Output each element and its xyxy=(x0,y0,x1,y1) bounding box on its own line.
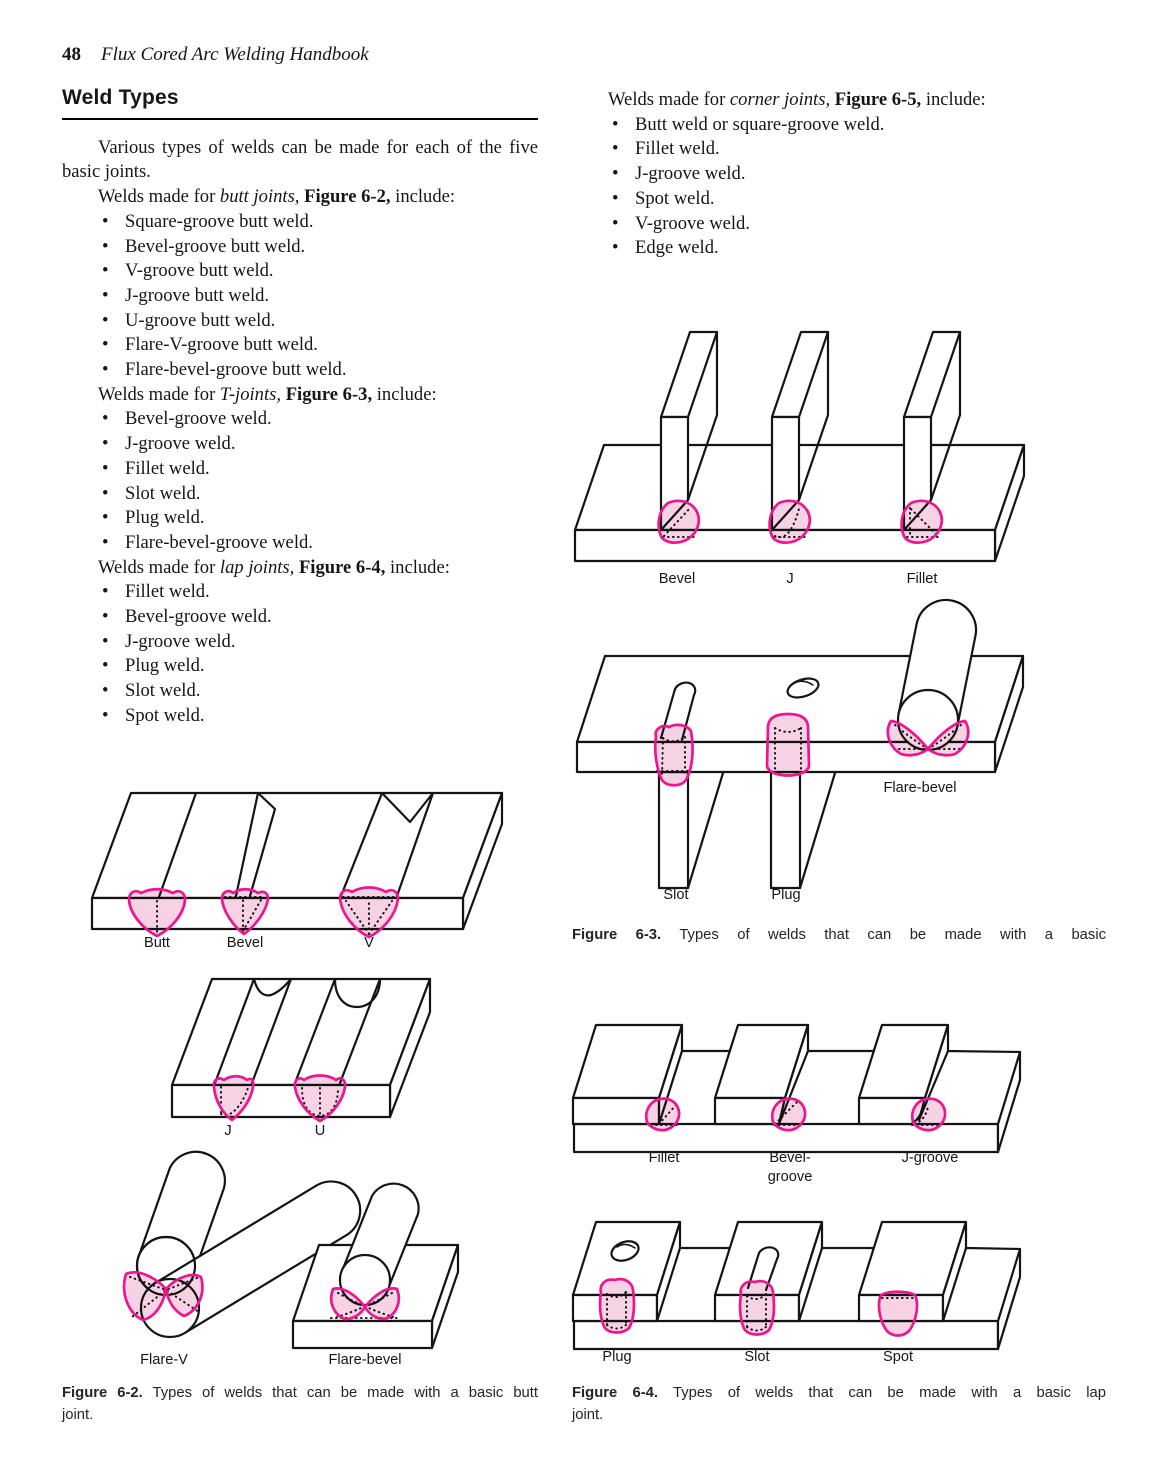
figure-6-4-groove-diagram: Fillet Bevel- groove J-groove xyxy=(571,1023,1022,1185)
page-number: 48 xyxy=(62,44,81,65)
weld-label-fillet: Fillet xyxy=(907,571,938,587)
list-item: Edge weld. xyxy=(572,236,1106,261)
weld-label-flare-bevel: Flare-bevel xyxy=(329,1352,402,1368)
figure-ref: Figure 6-3, xyxy=(281,383,373,405)
weld-label-j-groove: J-groove xyxy=(902,1150,959,1166)
weld-label-slot: Slot xyxy=(663,887,688,903)
t-weld-list: Bevel-groove weld. J-groove weld. Fillet… xyxy=(62,407,538,555)
weld-label-butt: Butt xyxy=(144,935,170,951)
weld-label-j: J xyxy=(786,571,793,587)
figure-ref: Figure 6-2, xyxy=(299,186,391,208)
corner-weld-list: Butt weld or square-groove weld. Fillet … xyxy=(572,113,1106,261)
list-item: J-groove butt weld. xyxy=(62,284,538,309)
joint-name: T-joints, xyxy=(219,383,282,405)
list-item: J-groove weld. xyxy=(572,162,1106,187)
list-item: Plug weld. xyxy=(62,654,538,679)
book-title: Flux Cored Arc Welding Handbook xyxy=(101,44,369,65)
list-item: Square-groove butt weld. xyxy=(62,210,538,235)
weld-label-flare-bevel: Flare-bevel xyxy=(884,780,957,796)
weld-label-bevel: Bevel xyxy=(659,571,696,587)
weld-label-bevel-groove-1: Bevel- xyxy=(769,1150,811,1166)
weld-label-flare-v: Flare-V xyxy=(140,1352,188,1368)
list-item: Bevel-groove weld. xyxy=(62,605,538,630)
caption-label: Figure 6-4. xyxy=(572,1385,658,1401)
figure-6-2-caption: Figure 6-2. Types of welds that can be m… xyxy=(62,1385,539,1423)
figure-6-3-tjoint-diagram: Bevel J Fillet xyxy=(573,330,1026,587)
list-item: Plug weld. xyxy=(62,506,538,531)
list-item: Slot weld. xyxy=(62,482,538,507)
joint-name: butt joints, xyxy=(219,186,300,208)
figure-6-4-caption: Figure 6-4. Types of welds that can be m… xyxy=(572,1385,1107,1423)
weld-label-plug: Plug xyxy=(771,887,800,903)
figure-6-2-flare-diagram: Flare-V Flare-bevel xyxy=(122,1150,460,1368)
figure-6-4-plug-slot-spot-diagram: Plug Slot Spot xyxy=(571,1220,1022,1365)
weld-label-fillet: Fillet xyxy=(649,1150,680,1166)
caption-label: Figure 6-2. xyxy=(62,1385,143,1401)
list-item: J-groove weld. xyxy=(62,630,538,655)
weld-label-bevel-groove-2: groove xyxy=(768,1169,813,1185)
lap-weld-list: Fillet weld. Bevel-groove weld. J-groove… xyxy=(62,580,538,728)
figure-6-2-j-u-diagram: J U xyxy=(170,977,432,1139)
list-item: Bevel-groove weld. xyxy=(62,407,538,432)
list-item: Flare-V-groove butt weld. xyxy=(62,333,538,358)
list-item: Flare-bevel-groove weld. xyxy=(62,531,538,556)
list-item: Slot weld. xyxy=(62,679,538,704)
intro-paragraph: Various types of welds can be made for e… xyxy=(62,136,538,183)
joint-name: corner joints, xyxy=(729,89,831,110)
figure-ref: Figure 6-4, xyxy=(294,556,386,578)
list-item: Fillet weld. xyxy=(62,580,538,605)
list-item: Bevel-groove butt weld. xyxy=(62,235,538,260)
butt-list-lead: Welds made for butt joints, Figure 6-2, … xyxy=(98,186,456,208)
list-item: Fillet weld. xyxy=(572,137,1106,162)
list-item: V-groove butt weld. xyxy=(62,259,538,284)
list-item: U-groove butt weld. xyxy=(62,309,538,334)
list-item: V-groove weld. xyxy=(572,212,1106,237)
list-item: Spot weld. xyxy=(572,187,1106,212)
page-header: 48 Flux Cored Arc Welding Handbook xyxy=(62,44,369,66)
list-item: Butt weld or square-groove weld. xyxy=(572,113,1106,138)
left-column: Weld Types Various types of welds can be… xyxy=(62,86,538,729)
figure-ref: Figure 6-5, xyxy=(830,89,922,110)
figure-6-2-butt-bevel-v-diagram: Butt Bevel V xyxy=(90,791,504,951)
list-item: Fillet weld. xyxy=(62,457,538,482)
weld-label-u: U xyxy=(315,1123,326,1139)
weld-label-plug: Plug xyxy=(602,1349,631,1365)
weld-label-bevel: Bevel xyxy=(227,935,264,951)
weld-label-slot: Slot xyxy=(744,1349,769,1365)
figure-6-3-slot-plug-diagram: Flare-bevel Slot Plug xyxy=(575,598,1025,903)
butt-weld-list: Square-groove butt weld. Bevel-groove bu… xyxy=(62,210,538,383)
list-item: Flare-bevel-groove butt weld. xyxy=(62,358,538,383)
corner-list-lead: Welds made for corner joints, Figure 6-5… xyxy=(608,89,986,110)
weld-label-j: J xyxy=(224,1123,231,1139)
list-item: Spot weld. xyxy=(62,704,538,729)
t-list-lead: Welds made for T-joints, Figure 6-3, inc… xyxy=(98,383,437,405)
figure-6-3-caption: Figure 6-3. Types of welds that can be m… xyxy=(572,927,1106,943)
caption-label: Figure 6-3. xyxy=(572,927,662,943)
lap-list-lead: Welds made for lap joints, Figure 6-4, i… xyxy=(98,556,450,578)
joint-name: lap joints, xyxy=(219,556,295,578)
list-item: J-groove weld. xyxy=(62,432,538,457)
right-column: Welds made for corner joints, Figure 6-5… xyxy=(572,88,1106,261)
section-heading: Weld Types xyxy=(62,86,538,120)
weld-label-spot: Spot xyxy=(883,1349,913,1365)
weld-label-v: V xyxy=(364,935,374,951)
